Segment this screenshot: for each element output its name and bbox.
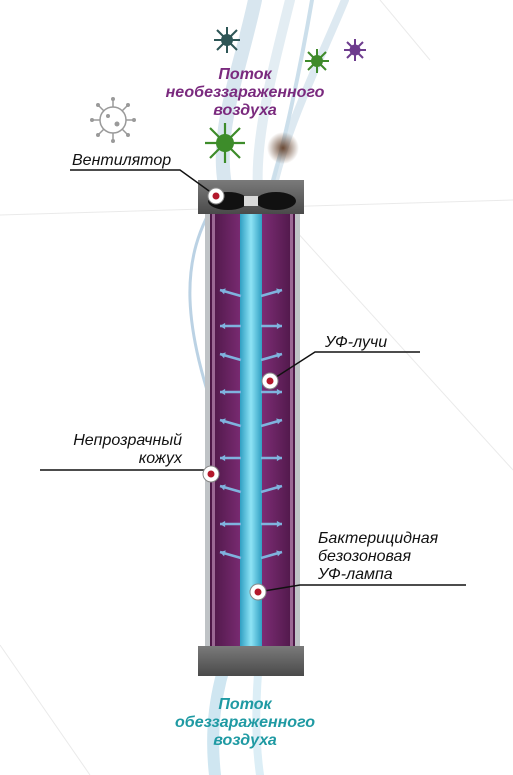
outflow-label: Поток обеззараженного воздуха [175,696,315,749]
housing-label: Непрозрачный кожух [73,432,182,467]
leader-lines [40,169,466,593]
bottom-cap [198,646,304,676]
uv-ray-arrow-icon [261,520,282,528]
uv-ray-arrow-icon [220,520,241,528]
callout-marker-icon [202,465,220,483]
virus-icon [267,132,299,164]
virus-icon [344,39,366,61]
uv-ray-arrow-icon [260,418,283,428]
uv-ray-arrow-icon [260,352,283,362]
callout-marker-icon [207,187,225,205]
uv-ray-arrow-icon [219,352,242,362]
uv-ray-arrow-icon [260,550,283,560]
uv-ray-arrow-icon [220,388,241,396]
uv-lamp [240,212,262,648]
uv-ray-arrow-icon [261,322,282,330]
virus-icon [205,123,245,163]
uv-ray-arrow-icon [219,418,242,428]
uv-ray-arrow-icon [260,288,283,298]
callout-marker-icon [261,372,279,390]
fan-label: Вентилятор [72,152,172,169]
uv-rays [219,288,283,560]
inflow-label: Поток необеззараженного воздуха [165,66,325,119]
uv-ray-arrow-icon [220,322,241,330]
uv-rays-label: УФ-лучи [325,334,388,351]
recirculator-body [205,212,300,648]
uv-ray-arrow-icon [219,288,242,298]
callout-marker-icon [249,583,267,601]
uv-ray-arrow-icon [261,454,282,462]
uv-ray-arrow-icon [220,454,241,462]
uv-ray-arrow-icon [219,550,242,560]
virus-icon [214,27,240,53]
uv-ray-arrow-icon [219,484,242,494]
lamp-label: Бактерицидная безозоновая УФ-лампа [318,530,439,583]
uv-ray-arrow-icon [260,484,283,494]
uv-ray-arrow-icon [261,388,282,396]
virus-icon [90,97,136,143]
virus-icon [305,49,329,73]
